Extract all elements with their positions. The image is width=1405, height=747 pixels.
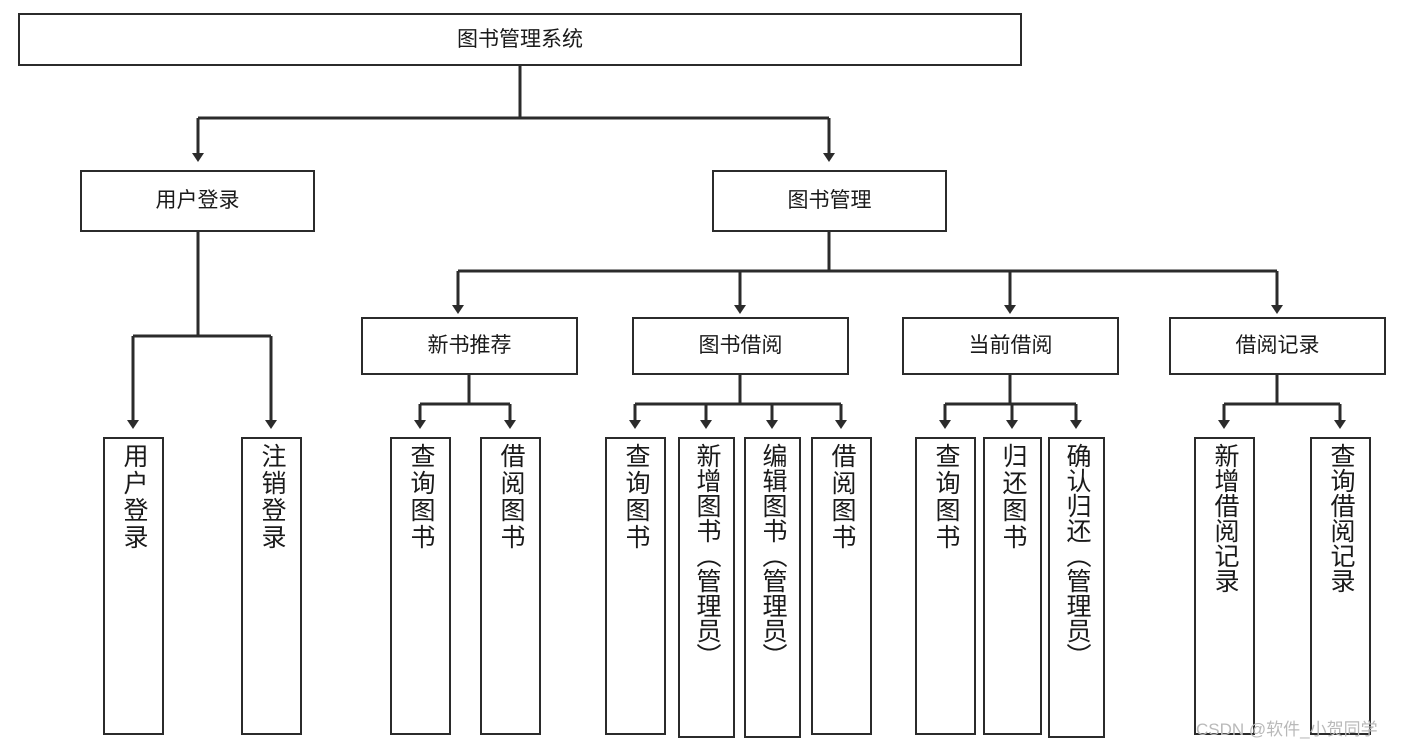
node-book-management[interactable]: 图书管理 [712, 170, 947, 232]
node-leaf-query-book-1-label: 查询图书 [407, 443, 435, 551]
node-leaf-borrow-book-2[interactable]: 借阅图书 [811, 437, 872, 735]
node-root[interactable]: 图书管理系统 [18, 13, 1022, 66]
node-user-login[interactable]: 用户登录 [80, 170, 315, 232]
node-leaf-logout-login[interactable]: 注销登录 [241, 437, 302, 735]
node-book-borrow[interactable]: 图书借阅 [632, 317, 849, 375]
node-leaf-add-book[interactable]: 新增图书（管理员） [678, 437, 735, 738]
node-leaf-query-record[interactable]: 查询借阅记录 [1310, 437, 1371, 735]
node-leaf-add-record-label: 新增借阅记录 [1211, 443, 1239, 593]
node-leaf-confirm-return-label: 确认归还（管理员） [1063, 443, 1091, 668]
node-leaf-add-record[interactable]: 新增借阅记录 [1194, 437, 1255, 735]
node-root-label: 图书管理系统 [457, 27, 583, 51]
node-book-borrow-label: 图书借阅 [698, 334, 783, 358]
node-leaf-logout-login-label: 注销登录 [258, 443, 286, 551]
node-leaf-confirm-return[interactable]: 确认归还（管理员） [1048, 437, 1105, 738]
node-leaf-return-book[interactable]: 归还图书 [983, 437, 1042, 735]
node-leaf-query-book-3-label: 查询图书 [932, 443, 960, 551]
node-leaf-query-book-2[interactable]: 查询图书 [605, 437, 666, 735]
node-leaf-edit-book-label: 编辑图书（管理员） [759, 443, 787, 668]
node-leaf-borrow-book-2-label: 借阅图书 [828, 443, 856, 551]
node-leaf-query-book-3[interactable]: 查询图书 [915, 437, 976, 735]
node-user-login-label: 用户登录 [155, 189, 240, 213]
node-borrow-record-label: 借阅记录 [1235, 334, 1320, 358]
node-leaf-user-login[interactable]: 用户登录 [103, 437, 164, 735]
node-leaf-query-book-1[interactable]: 查询图书 [390, 437, 451, 735]
node-new-book-recommend-label: 新书推荐 [427, 334, 512, 358]
node-leaf-borrow-book-1-label: 借阅图书 [497, 443, 525, 551]
node-current-borrow[interactable]: 当前借阅 [902, 317, 1119, 375]
node-leaf-borrow-book-1[interactable]: 借阅图书 [480, 437, 541, 735]
node-leaf-return-book-label: 归还图书 [999, 443, 1027, 551]
node-leaf-edit-book[interactable]: 编辑图书（管理员） [744, 437, 801, 738]
node-book-management-label: 图书管理 [787, 189, 872, 213]
csdn-watermark: CSDN @软件_小贺同学 [1196, 720, 1378, 739]
node-current-borrow-label: 当前借阅 [968, 334, 1053, 358]
node-leaf-query-record-label: 查询借阅记录 [1327, 443, 1355, 593]
node-leaf-user-login-label: 用户登录 [120, 443, 148, 551]
node-leaf-query-book-2-label: 查询图书 [622, 443, 650, 551]
node-leaf-add-book-label: 新增图书（管理员） [693, 443, 721, 668]
node-new-book-recommend[interactable]: 新书推荐 [361, 317, 578, 375]
node-borrow-record[interactable]: 借阅记录 [1169, 317, 1386, 375]
